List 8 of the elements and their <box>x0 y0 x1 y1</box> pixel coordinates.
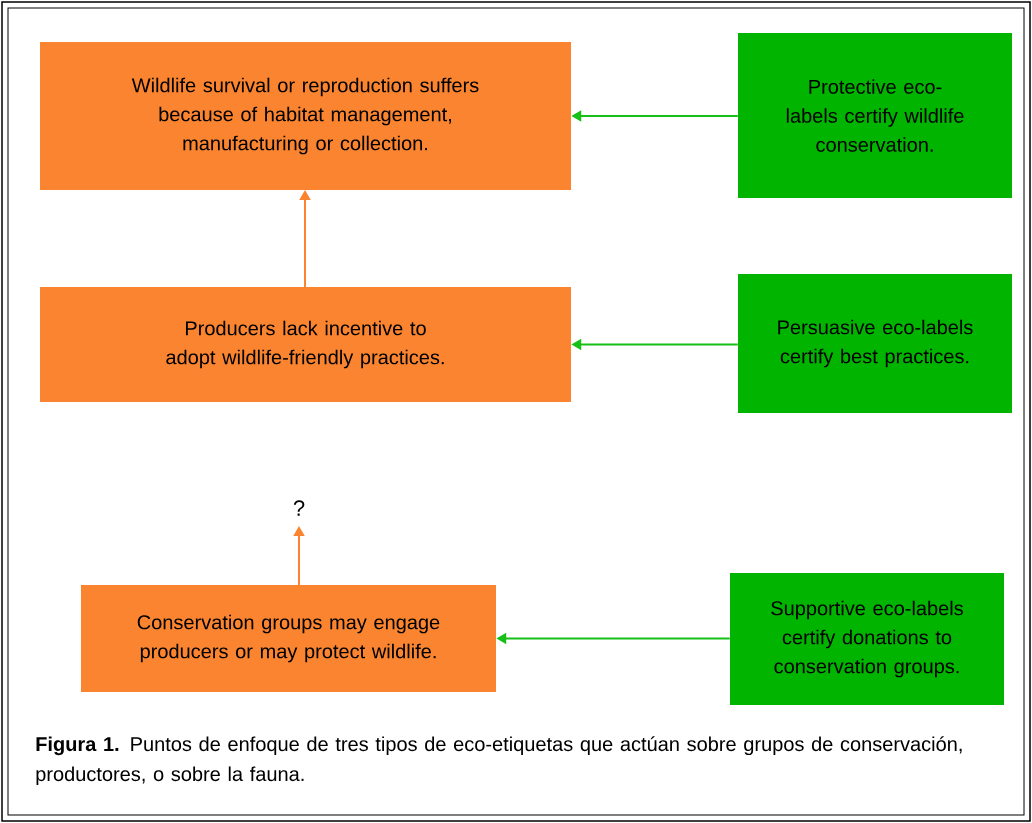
process-box: Producers lack incentive to adopt wildlife-friendly practices. <box>40 287 571 402</box>
eco-label-box: Persuasive eco-labels certify best practices. <box>738 274 1012 413</box>
question-mark: ? <box>293 500 305 516</box>
eco-label-box: Protective eco-labels certify wildlife conservation. <box>738 33 1012 198</box>
caption: Figura 1. Puntos de enfoque de tres tipos de eco-etiquetas que actúan sobre grupos de conservación, productores, o sobre la fauna. <box>36 736 962 786</box>
process-box: Wildlife survival or reproduction suffers because of habitat management, manufacturing or collection. <box>40 42 571 190</box>
eco-label-box: Supportive eco-labels certify donations to conservation groups. <box>730 573 1004 705</box>
process-box: Conservation groups may engage producers or may protect wildlife. <box>81 585 496 692</box>
